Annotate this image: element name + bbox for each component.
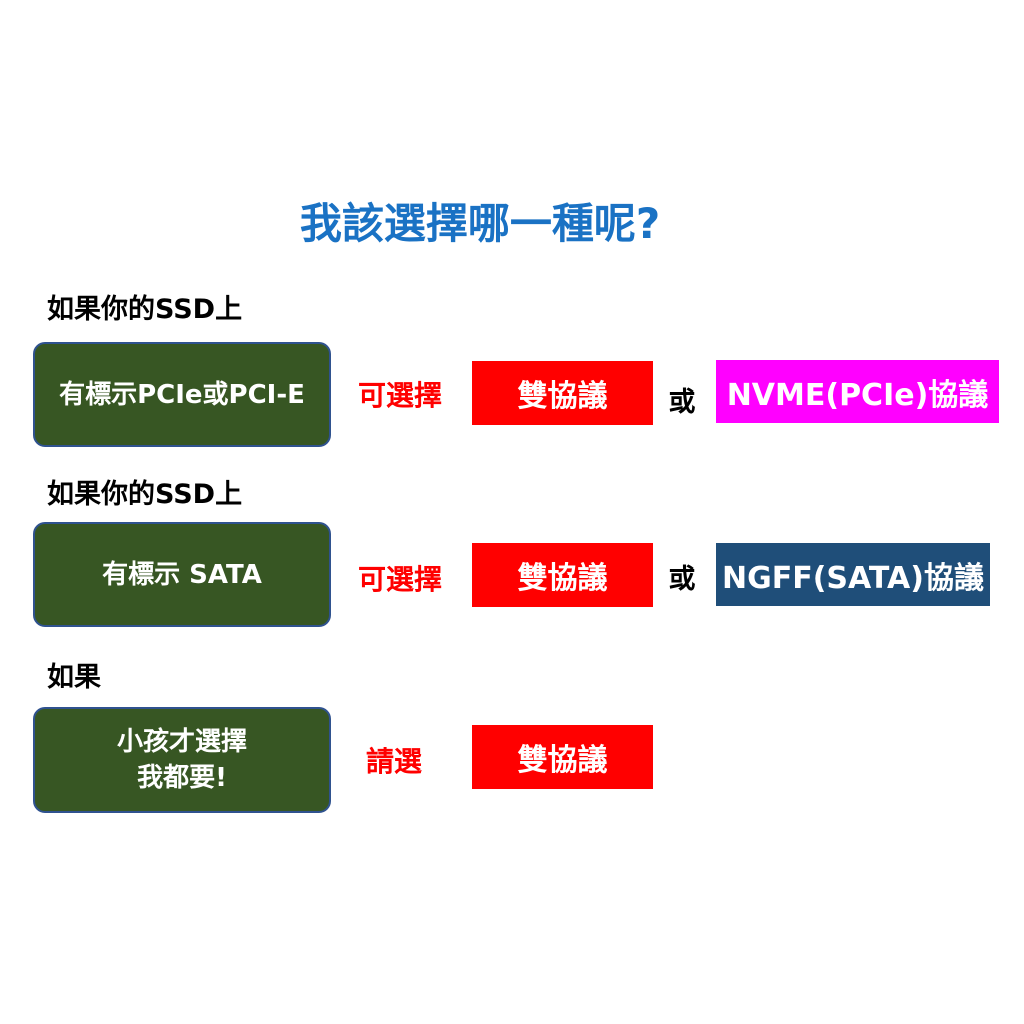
want-both-box: 小孩才選擇 我都要! bbox=[33, 707, 331, 813]
box-line-1: 小孩才選擇 bbox=[116, 727, 247, 757]
ngff-protocol-box: NGFF(SATA)協議 bbox=[716, 543, 990, 606]
dual-protocol-box: 雙協議 bbox=[472, 725, 653, 789]
action-text: 請選 bbox=[365, 745, 422, 778]
or-text: 或 bbox=[668, 564, 696, 595]
sata-label-box: 有標示 SATA bbox=[33, 522, 331, 627]
condition-label: 如果 bbox=[47, 662, 101, 693]
or-text: 或 bbox=[668, 387, 696, 418]
condition-label: 如果你的SSD上 bbox=[47, 294, 243, 325]
dual-protocol-box: 雙協議 bbox=[472, 543, 653, 607]
dual-protocol-box: 雙協議 bbox=[472, 361, 653, 425]
action-text: 可選擇 bbox=[357, 379, 442, 412]
page-title: 我該選擇哪一種呢? bbox=[299, 199, 661, 248]
action-text: 可選擇 bbox=[357, 563, 442, 596]
condition-label: 如果你的SSD上 bbox=[47, 479, 243, 510]
pcie-label-box: 有標示PCIe或PCI-E bbox=[33, 342, 331, 447]
nvme-protocol-box: NVME(PCIe)協議 bbox=[716, 360, 999, 423]
box-line-2: 我都要! bbox=[137, 763, 227, 793]
